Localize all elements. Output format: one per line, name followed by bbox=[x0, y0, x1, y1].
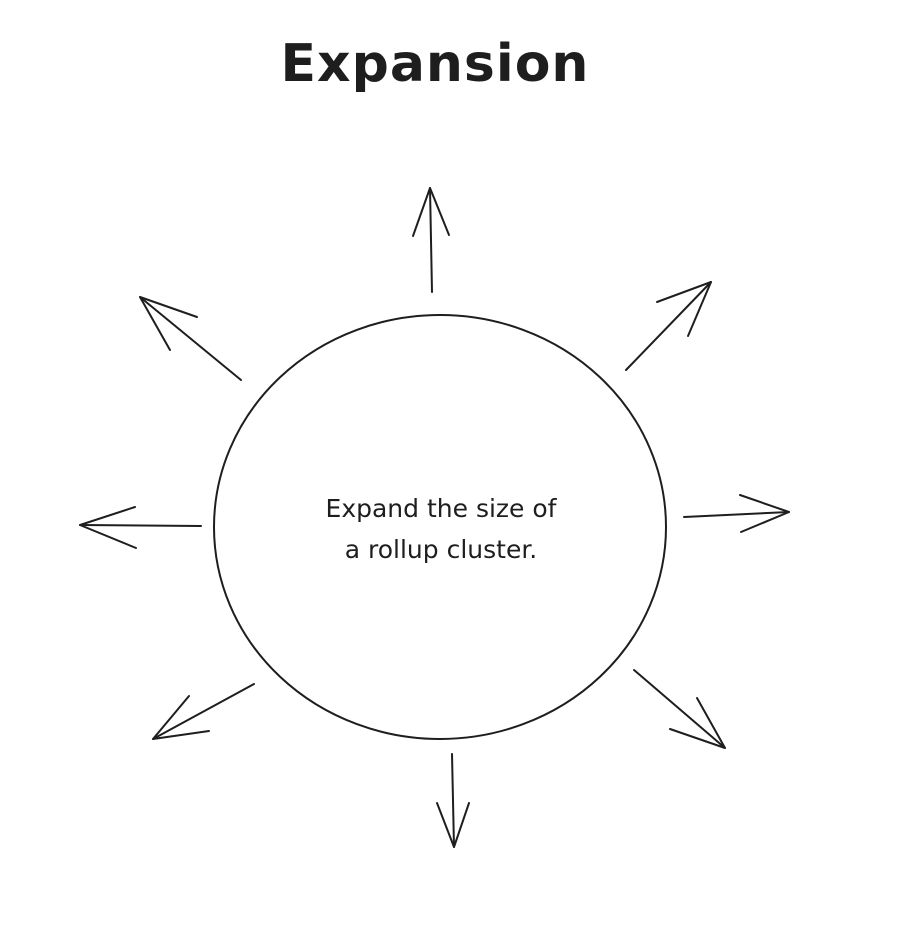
arrow-up bbox=[412, 187, 450, 293]
circle-label-line-1: Expand the size of bbox=[325, 494, 557, 523]
arrow-down-right bbox=[633, 669, 726, 749]
arrow-down-left bbox=[152, 683, 255, 740]
arrow-up-left bbox=[139, 296, 242, 381]
cluster-circle bbox=[213, 314, 667, 740]
arrow-right bbox=[683, 494, 790, 533]
circle-label: Expand the size of a rollup cluster. bbox=[281, 488, 601, 570]
arrow-left bbox=[79, 506, 202, 549]
circle-label-line-2: a rollup cluster. bbox=[344, 535, 538, 564]
arrow-down bbox=[436, 753, 470, 848]
diagram-title: Expansion bbox=[280, 34, 590, 94]
arrow-up-right bbox=[625, 281, 712, 371]
